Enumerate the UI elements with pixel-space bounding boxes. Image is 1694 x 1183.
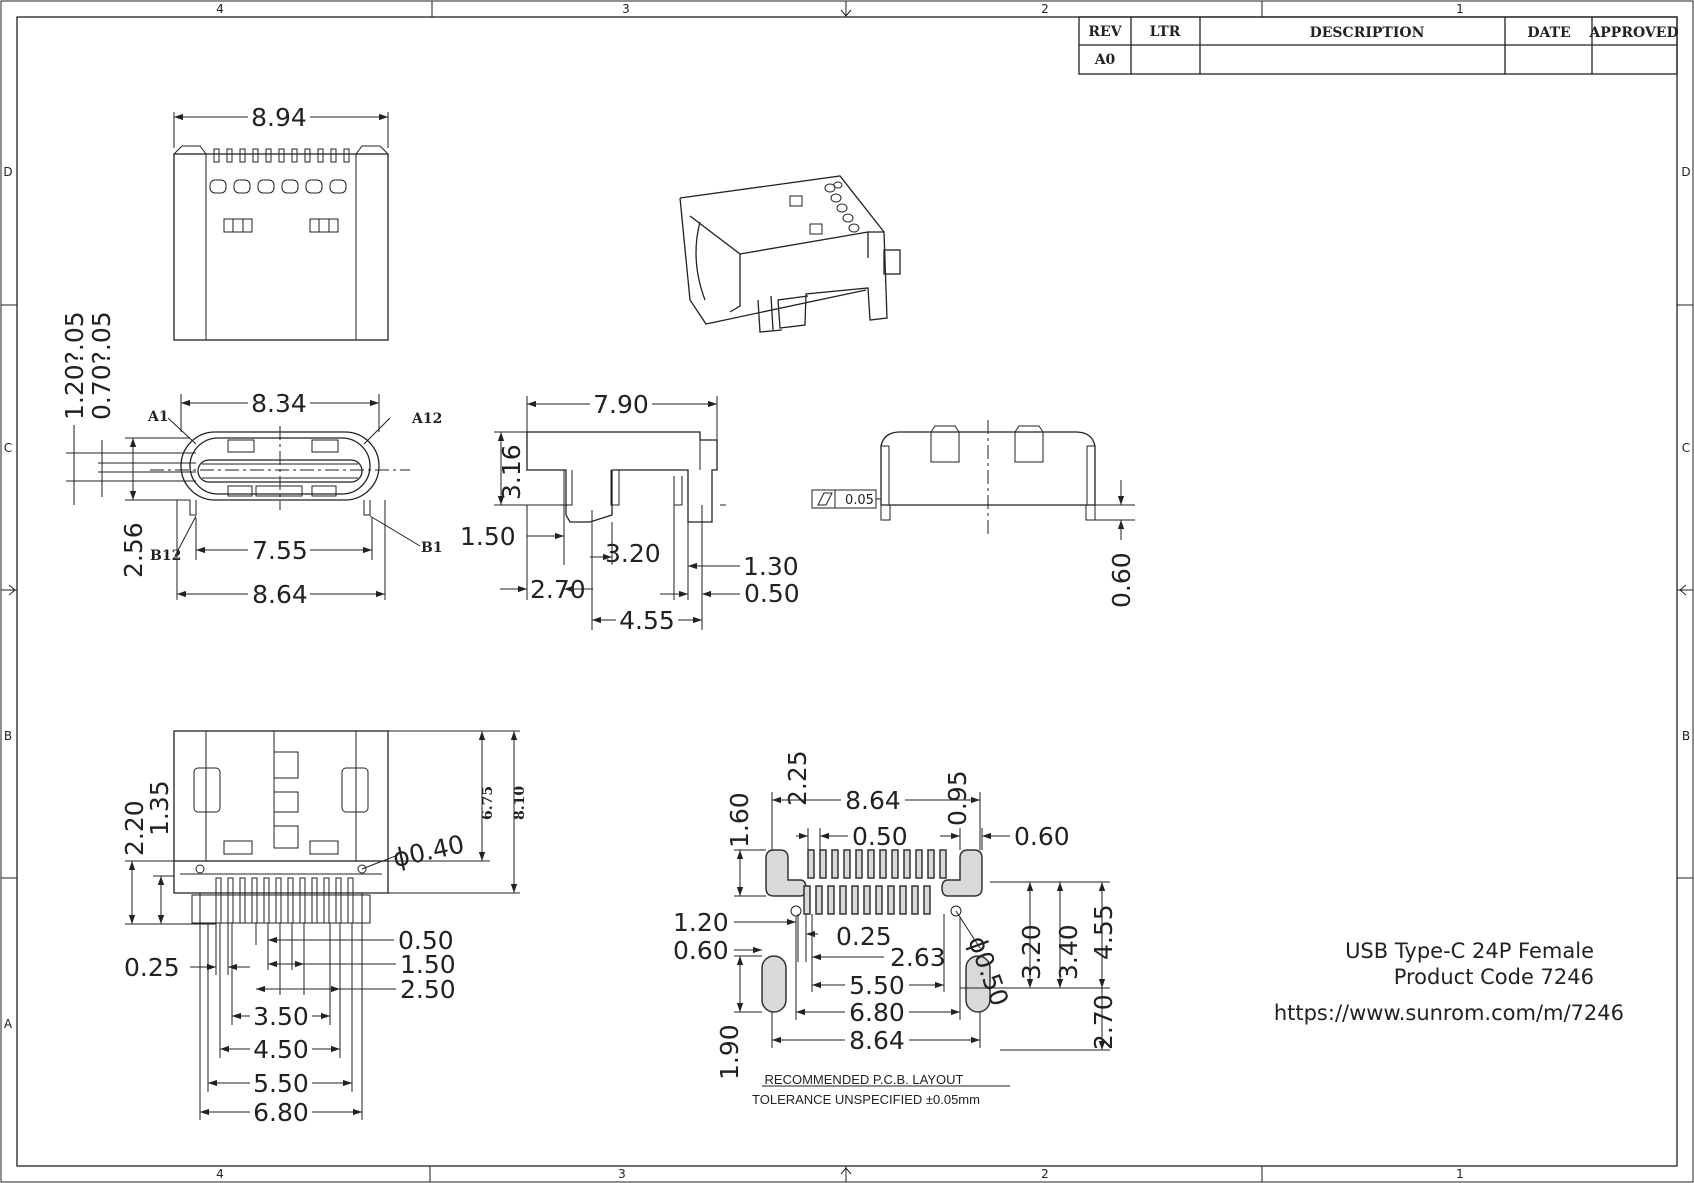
front-width-bottom-dim: 8.64 <box>252 580 308 609</box>
pin-a12-label: A12 <box>411 411 442 427</box>
zone-col-1-top: 1 <box>1456 2 1464 16</box>
pcb-caption: RECOMMENDED P.C.B. LAYOUT <box>765 1072 964 1087</box>
description-header: DESCRIPTION <box>1310 25 1425 41</box>
bottom-hole-dim: ϕ0.40 <box>390 830 467 873</box>
pcb-pads-bottom <box>803 885 931 915</box>
pcb-d12-dim: 5.50 <box>849 971 905 1000</box>
pin-a1-label: A1 <box>147 409 169 425</box>
side-d4-dim: 2.70 <box>530 575 586 604</box>
zone-row-b-left: B <box>4 729 12 743</box>
pcb-d1-dim: 2.25 <box>783 750 812 806</box>
side-d3-dim: 1.30 <box>743 552 799 581</box>
pcb-d6-dim: 0.60 <box>1014 822 1070 851</box>
isometric-view <box>679 175 901 333</box>
zone-col-1-bottom: 1 <box>1456 1167 1464 1181</box>
pin-b1-label: B1 <box>421 540 443 556</box>
front-width-top-dim: 8.34 <box>251 389 307 418</box>
pcb-mount-pad-right <box>941 849 983 897</box>
pcb-pads-top <box>807 849 947 879</box>
bottom-view: 6.75 8.10 2.20 1.35 ϕ0.40 0.50 1.50 2.50… <box>120 730 528 1127</box>
side-height-dim: 3.16 <box>497 444 526 500</box>
pcb-layout: 8.64 2.25 0.95 1.60 0.50 0.60 1.20 0.25 … <box>673 750 1118 1107</box>
pcb-tolerance: TOLERANCE UNSPECIFIED ±0.05mm <box>752 1092 980 1107</box>
bottom-view-pins <box>215 877 354 924</box>
zone-col-3-top: 3 <box>622 2 630 16</box>
flatness-value: 0.05 <box>845 493 874 508</box>
top-view-slots <box>209 179 347 233</box>
pcb-d17-dim: 3.40 <box>1054 924 1083 980</box>
zone-labels: 4 3 2 1 4 3 2 1 D C B A D C B <box>3 2 1690 1181</box>
zone-row-c-left: C <box>4 441 12 455</box>
revision-block: REV LTR DESCRIPTION DATE APPROVED A0 <box>1078 16 1679 75</box>
zone-row-d-right: D <box>1681 165 1690 179</box>
front-height-b-dim: 0.70?.05 <box>87 311 116 420</box>
zone-row-a-left: A <box>4 1017 13 1031</box>
pcb-d10-dim: 2.63 <box>890 943 946 972</box>
product-info: USB Type-C 24P Female Product Code 7246 … <box>1274 939 1624 1025</box>
pcb-d19-dim: 2.70 <box>1089 994 1118 1050</box>
pcb-d7-dim: 1.20 <box>673 908 729 937</box>
pcb-d18-dim: 4.55 <box>1089 904 1118 960</box>
zone-col-2-bottom: 2 <box>1041 1167 1049 1181</box>
bottom-h4-dim: 8.10 <box>512 786 528 820</box>
top-view-pins <box>213 148 350 163</box>
side-d6-dim: 4.55 <box>619 606 675 635</box>
front-view: 8.34 7.55 8.64 1.20?.05 0.70?.05 2.56 A1… <box>60 311 443 609</box>
front-width-inner-dim: 7.55 <box>252 536 308 565</box>
pcb-d16-dim: 3.20 <box>1017 924 1046 980</box>
approved-header: APPROVED <box>1588 25 1678 41</box>
product-url[interactable]: https://www.sunrom.com/m/7246 <box>1274 1001 1624 1025</box>
zone-row-c-right: C <box>1682 441 1690 455</box>
pcb-d4-dim: 1.60 <box>725 792 754 848</box>
pcb-mount-pad-left <box>765 849 807 897</box>
rev-header: REV <box>1088 24 1122 40</box>
pcb-slot-right <box>965 955 991 1013</box>
front-height-c-dim: 2.56 <box>119 522 148 578</box>
pcb-d9-dim: 0.60 <box>673 936 729 965</box>
zone-col-2-top: 2 <box>1041 2 1049 16</box>
pcb-d13-dim: 6.80 <box>849 998 905 1027</box>
bottom-h3-dim: 6.75 <box>480 786 496 820</box>
pcb-slot-left <box>761 955 787 1013</box>
product-code: Product Code 7246 <box>1394 965 1594 989</box>
bottom-w1-dim: 3.50 <box>253 1002 309 1031</box>
pcb-d2-dim: 8.64 <box>845 786 901 815</box>
bottom-p3-dim: 2.50 <box>400 975 456 1004</box>
zone-row-d-left: D <box>3 165 12 179</box>
pcb-d5-dim: 0.50 <box>852 822 908 851</box>
side-d1-dim: 1.50 <box>460 522 516 551</box>
rear-view: 0.60 0.05 <box>811 420 1136 608</box>
pcb-d8-dim: 0.25 <box>836 922 892 951</box>
bottom-w2-dim: 4.50 <box>253 1035 309 1064</box>
bottom-p4-dim: 0.25 <box>124 953 180 982</box>
rear-standoff-dim: 0.60 <box>1107 552 1136 608</box>
side-d2-dim: 3.20 <box>605 539 661 568</box>
side-length-dim: 7.90 <box>593 390 649 419</box>
bottom-w3-dim: 5.50 <box>253 1069 309 1098</box>
rev-value: A0 <box>1094 52 1116 68</box>
zone-col-4-top: 4 <box>216 2 224 16</box>
bottom-p2-dim: 1.50 <box>400 950 456 979</box>
bottom-h1-dim: 2.20 <box>120 800 149 856</box>
pcb-d14-dim: 8.64 <box>849 1026 905 1055</box>
top-width-dim: 8.94 <box>251 103 307 132</box>
date-header: DATE <box>1527 25 1570 41</box>
product-name: USB Type-C 24P Female <box>1345 939 1594 963</box>
ltr-header: LTR <box>1150 24 1181 40</box>
pcb-d15-dim: 1.90 <box>715 1024 744 1080</box>
side-d5-dim: 0.50 <box>744 579 800 608</box>
bottom-w4-dim: 6.80 <box>253 1098 309 1127</box>
bottom-p1-dim: 0.50 <box>398 926 454 955</box>
zone-col-3-bottom: 3 <box>618 1167 626 1181</box>
top-view: 8.94 <box>173 103 389 341</box>
pcb-d3-dim: 0.95 <box>943 770 972 826</box>
pin-b12-label: B12 <box>150 548 181 564</box>
bottom-h2-dim: 1.35 <box>145 780 174 836</box>
front-height-a-dim: 1.20?.05 <box>60 311 89 420</box>
zone-col-4-bottom: 4 <box>216 1167 224 1181</box>
side-view: 7.90 3.16 1.50 3.20 1.30 2.70 0.50 4.55 <box>460 390 800 635</box>
zone-row-b-right: B <box>1682 729 1690 743</box>
